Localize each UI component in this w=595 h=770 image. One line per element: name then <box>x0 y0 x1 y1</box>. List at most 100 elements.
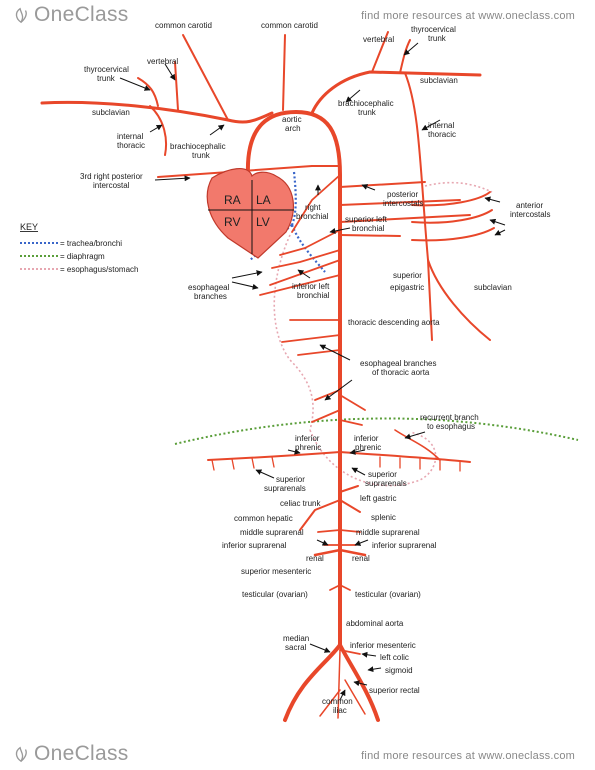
label-recurrent-branch-2: to esophagus <box>427 422 475 431</box>
label-right-bronchial-1: right <box>305 203 321 212</box>
label-inferior-phrenic-left-1: inferior <box>295 434 320 443</box>
label-thyrocervical-left-1: thyrocervical <box>84 65 129 74</box>
label-aortic-arch-2: arch <box>285 124 301 133</box>
oneclass-logo-top: OneClass <box>12 3 129 27</box>
label-superior-epigastric-1: superior <box>393 271 422 280</box>
label-common-iliac-2: iliac <box>333 706 347 715</box>
label-superior-rectal: superior rectal <box>369 686 420 695</box>
label-anterior-intercostals-2: intercostals <box>510 210 550 219</box>
superior-epigastric <box>427 259 433 341</box>
label-posterior-intercostals-1: posterior <box>387 190 418 199</box>
brand-name: OneClass <box>34 742 129 765</box>
find-resources-link[interactable]: find more resources at www.oneclass.com <box>361 10 575 22</box>
arteries <box>40 31 495 722</box>
label-testicular-right: testicular (ovarian) <box>355 590 421 599</box>
key-item-trachea: = trachea/bronchi <box>60 239 122 248</box>
label-subclavian-left: subclavian <box>92 108 130 117</box>
label-thyrocervical-right-2: trunk <box>428 34 447 43</box>
label-superior-suprarenals-right-2: suprarenals <box>365 479 407 488</box>
label-aortic-arch-1: aortic <box>282 115 302 124</box>
label-3rd-intercostal-2: intercostal <box>93 181 130 190</box>
label-vertebral-right: vertebral <box>363 35 394 44</box>
brachiocephalic-trunk-left <box>226 111 274 124</box>
label-internal-thoracic-left-2: thoracic <box>117 141 145 150</box>
label-left-gastric: left gastric <box>360 494 396 503</box>
internal-thoracic-left <box>149 105 168 156</box>
label-esophageal-thoracic-1: esophageal branches <box>360 359 437 368</box>
label-right-bronchial-2: bronchial <box>296 212 329 221</box>
label-brachiocephalic-right-2: trunk <box>358 108 377 117</box>
label-median-sacral-1: median <box>283 634 309 643</box>
label-vertebral-left: vertebral <box>147 57 178 66</box>
key-item-esophagus: = esophagus/stomach <box>60 265 139 274</box>
label-common-carotid-left: common carotid <box>155 21 212 30</box>
label-testicular-left: testicular (ovarian) <box>242 590 308 599</box>
label-thyrocervical-left-2: trunk <box>97 74 116 83</box>
heart: RA LA RV LV <box>206 168 294 259</box>
common-iliac-right <box>338 643 380 722</box>
common-carotid-left <box>182 34 229 121</box>
label-left-colic: left colic <box>380 653 409 662</box>
label-esophageal-thoracic-2: of thoracic aorta <box>372 368 430 377</box>
label-superior-mesenteric: superior mesenteric <box>241 567 311 576</box>
subclavian-right <box>310 70 482 115</box>
label-common-iliac-1: common <box>322 697 353 706</box>
heart-ra: RA <box>224 193 241 207</box>
label-renal-right: renal <box>352 554 370 563</box>
label-abdominal-aorta: abdominal aorta <box>346 619 404 628</box>
heart-rv: RV <box>224 215 240 229</box>
label-middle-suprarenal-left: middle suprarenal <box>240 528 304 537</box>
heart-la: LA <box>256 193 271 207</box>
label-thoracic-descending-aorta: thoracic descending aorta <box>348 318 440 327</box>
pointer-arrows <box>119 42 506 701</box>
common-carotid-right <box>282 34 286 111</box>
label-internal-thoracic-left-1: internal <box>117 132 143 141</box>
label-inferior-phrenic-right-2: phrenic <box>355 443 381 452</box>
label-posterior-intercostals-2: intercostals <box>383 199 423 208</box>
label-superior-suprarenals-right-1: superior <box>368 470 397 479</box>
label-inferior-phrenic-right-1: inferior <box>354 434 379 443</box>
heart-lv: LV <box>256 215 270 229</box>
label-inferior-suprarenal-right: inferior suprarenal <box>372 541 437 550</box>
label-brachiocephalic-right-1: brachiocephalic <box>338 99 394 108</box>
internal-thoracic-right <box>404 72 491 341</box>
common-iliac-left <box>283 643 342 722</box>
label-superior-epigastric-2: epigastric <box>390 283 424 292</box>
diaphragm-line <box>174 417 579 445</box>
label-celiac-trunk: celiac trunk <box>280 499 321 508</box>
leaf-icon <box>15 7 27 24</box>
label-esophageal-branches-1: esophageal <box>188 283 230 292</box>
label-subclavian-lower: subclavian <box>474 283 512 292</box>
key-title: KEY <box>20 222 38 232</box>
label-3rd-intercostal-1: 3rd right posterior <box>80 172 143 181</box>
thyrocervical-left <box>137 77 159 107</box>
vertebral-right <box>371 31 389 73</box>
key-item-diaphragm: = diaphragm <box>60 252 105 261</box>
label-brachiocephalic-left-1: brachiocephalic <box>170 142 226 151</box>
label-internal-thoracic-right-1: internal <box>428 121 454 130</box>
label-inferior-phrenic-left-2: phrenic <box>295 443 321 452</box>
find-resources-link[interactable]: find more resources at www.oneclass.com <box>361 750 575 762</box>
label-superior-suprarenals-left-2: suprarenals <box>264 484 306 493</box>
label-common-hepatic: common hepatic <box>234 514 293 523</box>
label-inferior-left-bronchial-2: bronchial <box>297 291 330 300</box>
label-anterior-intercostals-1: anterior <box>516 201 543 210</box>
label-subclavian-right: subclavian <box>420 76 458 85</box>
label-recurrent-branch-1: recurrent branch <box>420 413 479 422</box>
label-common-carotid-right: common carotid <box>261 21 318 30</box>
label-brachiocephalic-left-2: trunk <box>192 151 211 160</box>
labels: common carotid common carotid vertebral … <box>80 21 550 715</box>
label-sigmoid: sigmoid <box>385 666 413 675</box>
brand-name: OneClass <box>34 3 129 26</box>
label-esophageal-branches-2: branches <box>194 292 227 301</box>
leaf-icon <box>15 746 27 763</box>
label-superior-suprarenals-left-1: superior <box>276 475 305 484</box>
label-superior-left-bronchial-2: bronchial <box>352 224 385 233</box>
label-inferior-mesenteric: inferior mesenteric <box>350 641 416 650</box>
subclavian-left <box>40 100 230 122</box>
label-median-sacral-2: sacral <box>285 643 307 652</box>
label-thyrocervical-right-1: thyrocervical <box>411 25 456 34</box>
label-inferior-suprarenal-left: inferior suprarenal <box>222 541 287 550</box>
label-superior-left-bronchial-1: superior left <box>345 215 388 224</box>
